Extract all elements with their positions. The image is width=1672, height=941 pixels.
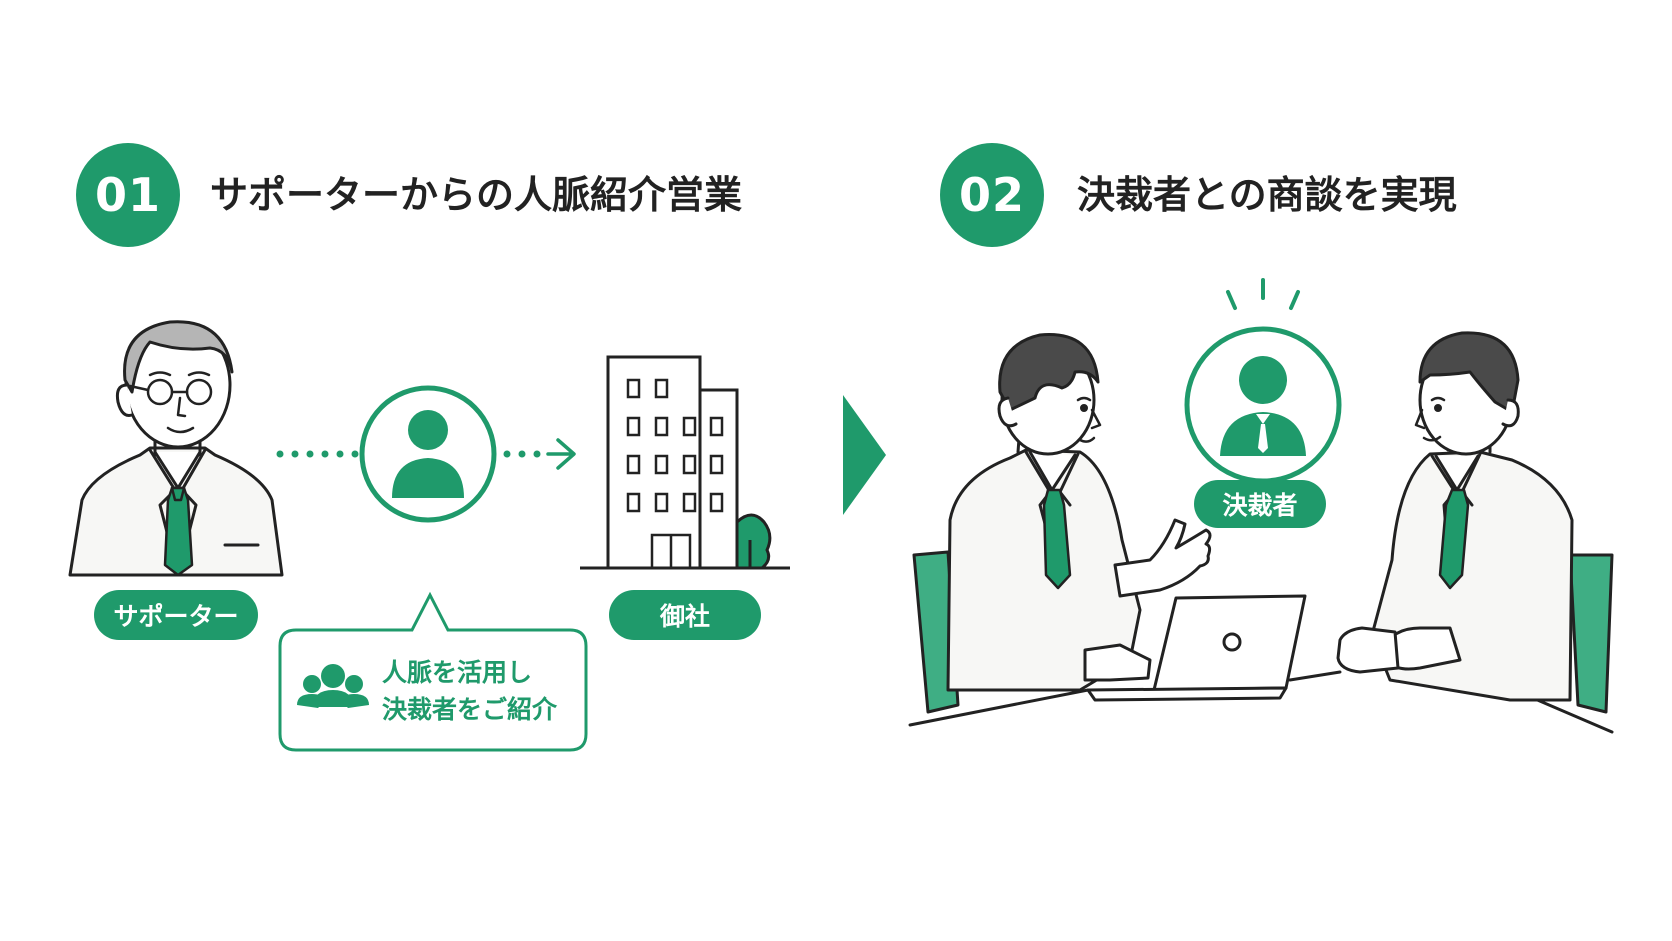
laptop-icon — [1086, 594, 1307, 702]
bubble-line-1: 人脈を活用し — [382, 658, 533, 687]
senior-supporter-figure — [68, 320, 284, 577]
group-icon — [297, 664, 369, 708]
bubble-line-2: 決裁者をご紹介 — [382, 695, 558, 724]
step-number-badge-01: 01 — [76, 143, 180, 247]
office-building-icon — [580, 355, 790, 570]
company-label: 御社 — [609, 590, 761, 640]
businessman-left — [946, 333, 1212, 692]
dotted-connector — [276, 450, 541, 458]
step-title-02: 決裁者との商談を実現 — [1077, 173, 1457, 217]
speech-bubble — [278, 591, 588, 752]
step-title-01: サポーターからの人脈紹介営業 — [210, 173, 743, 217]
bubble-text: 人脈を活用し 決裁者をご紹介 — [382, 654, 557, 728]
step-number-badge-02: 02 — [940, 143, 1044, 247]
businessman-right — [1336, 331, 1574, 702]
decision-maker-label: 決裁者 — [1194, 480, 1326, 528]
decision-maker-icon — [1184, 278, 1342, 484]
arrow-right-icon — [546, 438, 576, 470]
step-arrow-chevron — [843, 395, 886, 515]
supporter-label: サポーター — [94, 590, 258, 640]
person-icon — [359, 385, 497, 523]
